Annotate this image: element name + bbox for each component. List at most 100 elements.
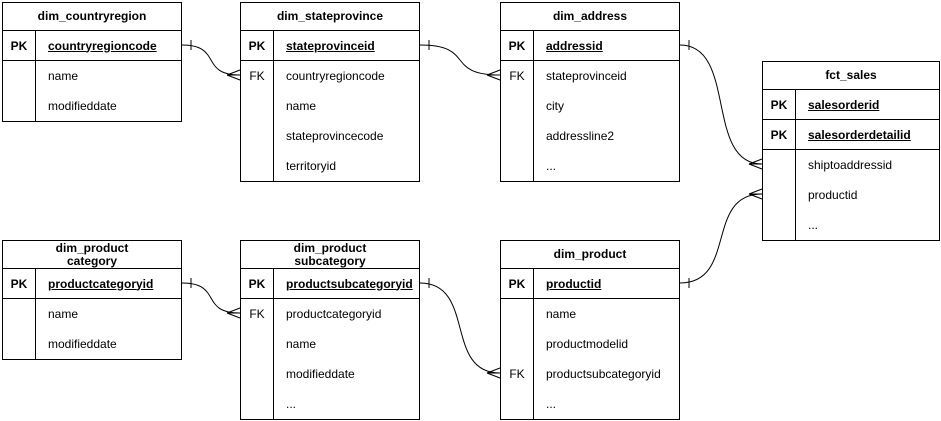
column-row: addressline2 [501,121,679,151]
crow-foot-many-icon [748,158,763,170]
column-name: productid [808,188,858,202]
table-title-line: dim_product [293,240,367,255]
column-name: modifieddate [48,337,117,351]
fk-badge: FK [501,359,534,389]
column-row: ... [763,210,939,240]
empty-badge [241,121,274,151]
empty-badge [241,91,274,121]
column-name: modifieddate [286,367,355,381]
edge-curve [181,282,241,314]
crow-foot-many-icon [486,69,501,81]
relationship-dim_countryregion-dim_stateprovince [181,40,241,81]
crow-foot-many-icon [226,307,241,319]
relationship-dim_stateprovince-dim_address [419,40,501,81]
column-name: productsubcategoryid [546,367,661,381]
column-row: ... [241,389,419,419]
column-name: name [48,307,79,321]
column-row: city [501,91,679,121]
column-name: territoryid [286,159,337,173]
column-name: ... [286,397,297,411]
column-name: name [546,307,577,321]
column-row: name [501,299,679,329]
column-name: ... [808,218,819,232]
empty-badge [3,61,36,91]
relationship-dim_address-fct_sales [679,40,763,170]
empty-badge [3,329,36,359]
edge-curve [419,44,501,76]
column-row: FK productsubcategoryid [501,359,679,389]
column-row: shiptoaddressid [763,150,939,180]
empty-badge [501,91,534,121]
empty-badge [763,210,796,240]
edge-curve [419,282,501,374]
table-title: fct_sales [763,62,939,90]
column-name: salesorderid [808,97,880,112]
column-name: addressid [546,38,603,53]
column-row: modifieddate [241,359,419,389]
column-row: name [3,61,181,91]
pk-badge: PK [241,31,274,60]
empty-badge [501,389,534,419]
column-name: shiptoaddressid [808,158,893,172]
column-name: modifieddate [48,99,117,113]
table-title-line: dim_stateprovince [276,9,384,23]
table-title-line: dim_product [55,240,129,255]
empty-badge [763,180,796,210]
column-row: modifieddate [3,91,181,121]
crow-foot-many-icon [226,69,241,81]
relationship-dim_product-fct_sales [679,188,763,288]
pk-badge: PK [763,90,796,119]
pk-badge: PK [3,269,36,298]
column-name: stateprovincecode [286,129,384,143]
column-name: addressline2 [546,129,615,143]
column-row: PK productsubcategoryid [241,269,419,299]
fk-badge: FK [241,61,274,91]
column-name: name [286,337,317,351]
pk-badge: PK [501,31,534,60]
pk-badge: PK [241,269,274,298]
table-title: dim_product [501,241,679,269]
table-title-line: fct_sales [825,68,877,82]
table-title-line: dim_address [552,9,628,23]
column-name: productsubcategoryid [286,276,413,291]
column-row: territoryid [241,151,419,181]
empty-badge [241,151,274,181]
edge-curve [679,193,763,284]
column-name: ... [546,397,557,411]
column-row: modifieddate [3,329,181,359]
column-row: ... [501,151,679,181]
empty-badge [501,299,534,329]
pk-badge: PK [3,31,36,60]
column-name: name [286,99,317,113]
column-row: PK addressid [501,31,679,61]
empty-badge [501,329,534,359]
relationship-dim_productsubcategory-dim_product [419,278,501,379]
crow-foot-many-icon [486,367,501,379]
column-name: salesorderdetailid [808,127,911,142]
column-row: name [241,91,419,121]
empty-badge [241,359,274,389]
edge-curve [181,44,241,76]
column-row: ... [501,389,679,419]
edge-curve [679,44,763,165]
table-title: dim_stateprovince [241,3,419,31]
column-row: PK productcategoryid [3,269,181,299]
column-name: productcategoryid [48,276,154,291]
empty-badge [241,329,274,359]
empty-badge [501,151,534,181]
empty-badge [501,121,534,151]
column-name: productcategoryid [286,307,382,321]
column-row: name [241,329,419,359]
table-title-line: category [66,253,118,268]
